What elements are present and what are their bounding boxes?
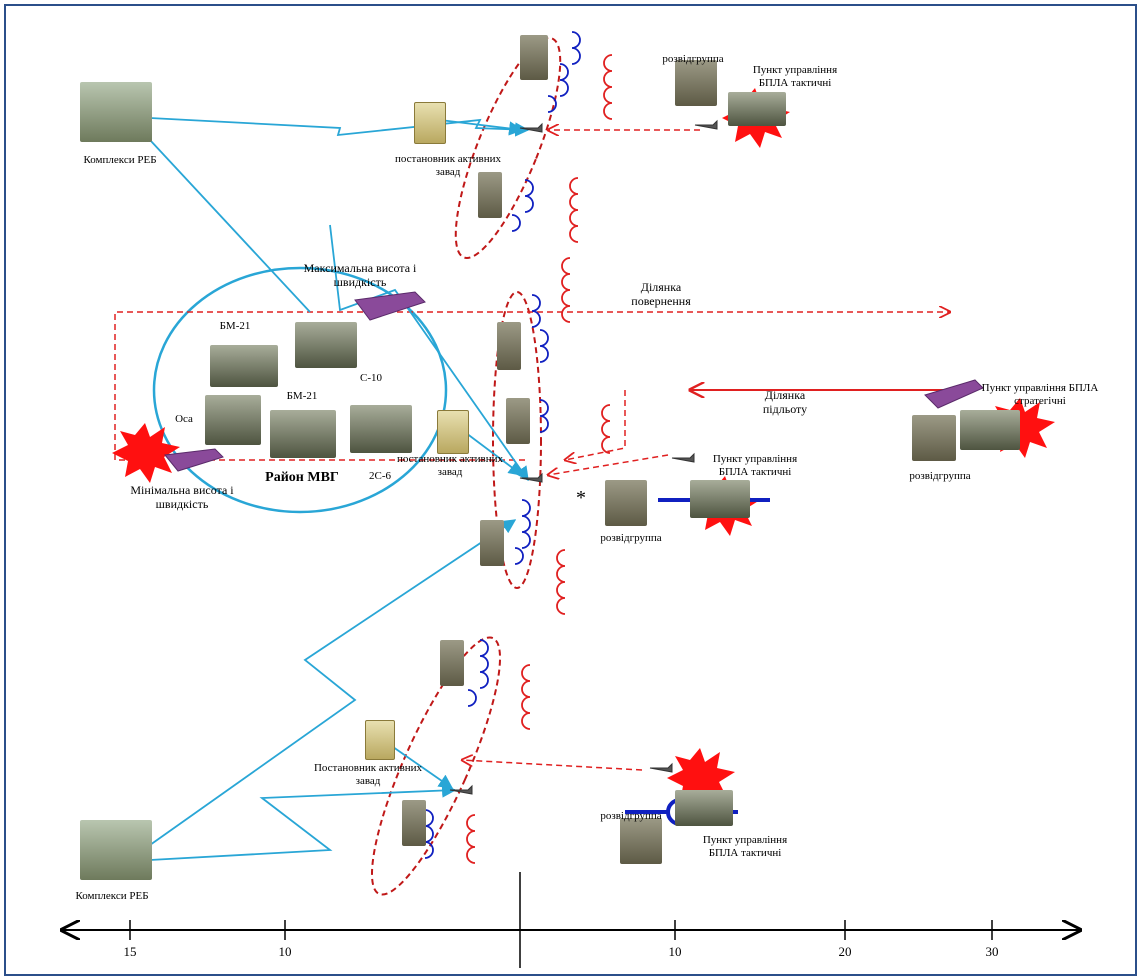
soldier-icon	[506, 398, 530, 444]
s10-icon	[295, 322, 357, 368]
uav-cp-label-bottom: Пункт управління БПЛА тактичні	[702, 834, 788, 859]
star-mark: *	[576, 487, 586, 509]
ew-link-bottom2	[149, 783, 457, 861]
ew-link-top	[149, 117, 530, 137]
area-circle	[152, 266, 448, 514]
diagram-frame	[4, 4, 1137, 976]
soldier-icon	[440, 640, 464, 686]
recon-label-bottom: розвідгруппа	[600, 810, 662, 822]
axis-ticks	[129, 920, 993, 940]
reb-label-bottom: Комплекси РЕБ	[75, 890, 149, 902]
return-section-label: Ділянка повернення	[631, 280, 691, 308]
soldier-icon	[620, 818, 662, 864]
axis-tick-label: 30	[985, 944, 999, 959]
soldier-icon	[480, 520, 504, 566]
recon-label-right: розвідгруппа	[909, 470, 971, 482]
vehicle-icon	[728, 92, 786, 126]
uav-cp-label-strategic: Пункт управління БПЛА стратегічні	[981, 382, 1099, 407]
jammer-label-bottom: Постановник активних завад	[313, 762, 423, 787]
axis-tick-label: 20	[838, 944, 852, 959]
soldier-icon	[497, 322, 521, 370]
2s6-label: 2С-6	[369, 470, 391, 482]
axis-tick-label: 10	[278, 944, 292, 959]
jammer-icon	[414, 102, 446, 144]
uav-route-bottom	[462, 760, 643, 771]
vehicle-icon	[690, 480, 750, 518]
ew-link-bottom	[149, 519, 517, 846]
bm21-label-a: БМ-21	[219, 320, 251, 332]
soldier-icon	[605, 480, 647, 526]
axis-tick-label: 15	[123, 944, 137, 959]
vehicle-icon	[960, 410, 1020, 450]
recon-label-top: розвідгруппа	[662, 53, 724, 65]
zone-ellipse-top	[454, 37, 562, 259]
recon-label-mid: розвідгруппа	[600, 532, 662, 544]
return-route	[114, 312, 950, 461]
area-label: Район МВГ	[265, 470, 339, 485]
uav-cp-label-mid: Пункт управління БПЛА тактичні	[712, 453, 798, 478]
osa-label: Оса	[175, 413, 193, 425]
zone-ellipse-mid	[492, 291, 542, 589]
reb-truck-icon	[80, 820, 152, 880]
jam-waves-red	[466, 54, 613, 864]
jammer-label-mid: постановник активних завад	[396, 453, 504, 478]
jammer-link-mid	[461, 429, 524, 476]
uav-route-mid	[548, 454, 669, 475]
reb-label-top: Комплекси РЕБ	[83, 154, 157, 166]
vehicle-icon	[675, 790, 733, 826]
osa-icon	[205, 395, 261, 445]
uav-strategic-icon	[164, 291, 984, 472]
approach-dash	[565, 390, 626, 460]
s10-label: С-10	[360, 372, 382, 384]
uav-cp-label-top: Пункт управління БПЛА тактичні	[752, 64, 838, 89]
soldier-icon	[402, 800, 426, 846]
jammer-icon	[365, 720, 395, 760]
axis-tick-label: 10	[668, 944, 682, 959]
bm21-icon	[210, 345, 278, 387]
zone-ellipse-bottom	[370, 636, 502, 896]
soldier-icon	[675, 60, 717, 106]
jammer-link-top	[439, 119, 524, 136]
2s6-icon	[350, 405, 412, 453]
approach-section-label: Ділянка підльоту	[762, 388, 808, 416]
bm21-label-b: БМ-21	[286, 390, 318, 402]
ew-link-diag	[149, 139, 311, 313]
min-alt-label: Мінімальна висота і швидкість	[130, 483, 234, 511]
jammer-label-top: постановник активних завад	[394, 153, 502, 178]
max-alt-label: Максимальна висота і швидкість	[303, 261, 417, 289]
soldier-icon	[520, 35, 548, 80]
reb-truck-icon	[80, 82, 152, 142]
soldier-icon	[478, 172, 502, 218]
jammer-icon	[437, 410, 469, 454]
jam-waves-blue	[424, 31, 581, 859]
uav-icon	[449, 119, 718, 795]
soldier-icon	[912, 415, 956, 461]
bm21-icon	[270, 410, 336, 458]
